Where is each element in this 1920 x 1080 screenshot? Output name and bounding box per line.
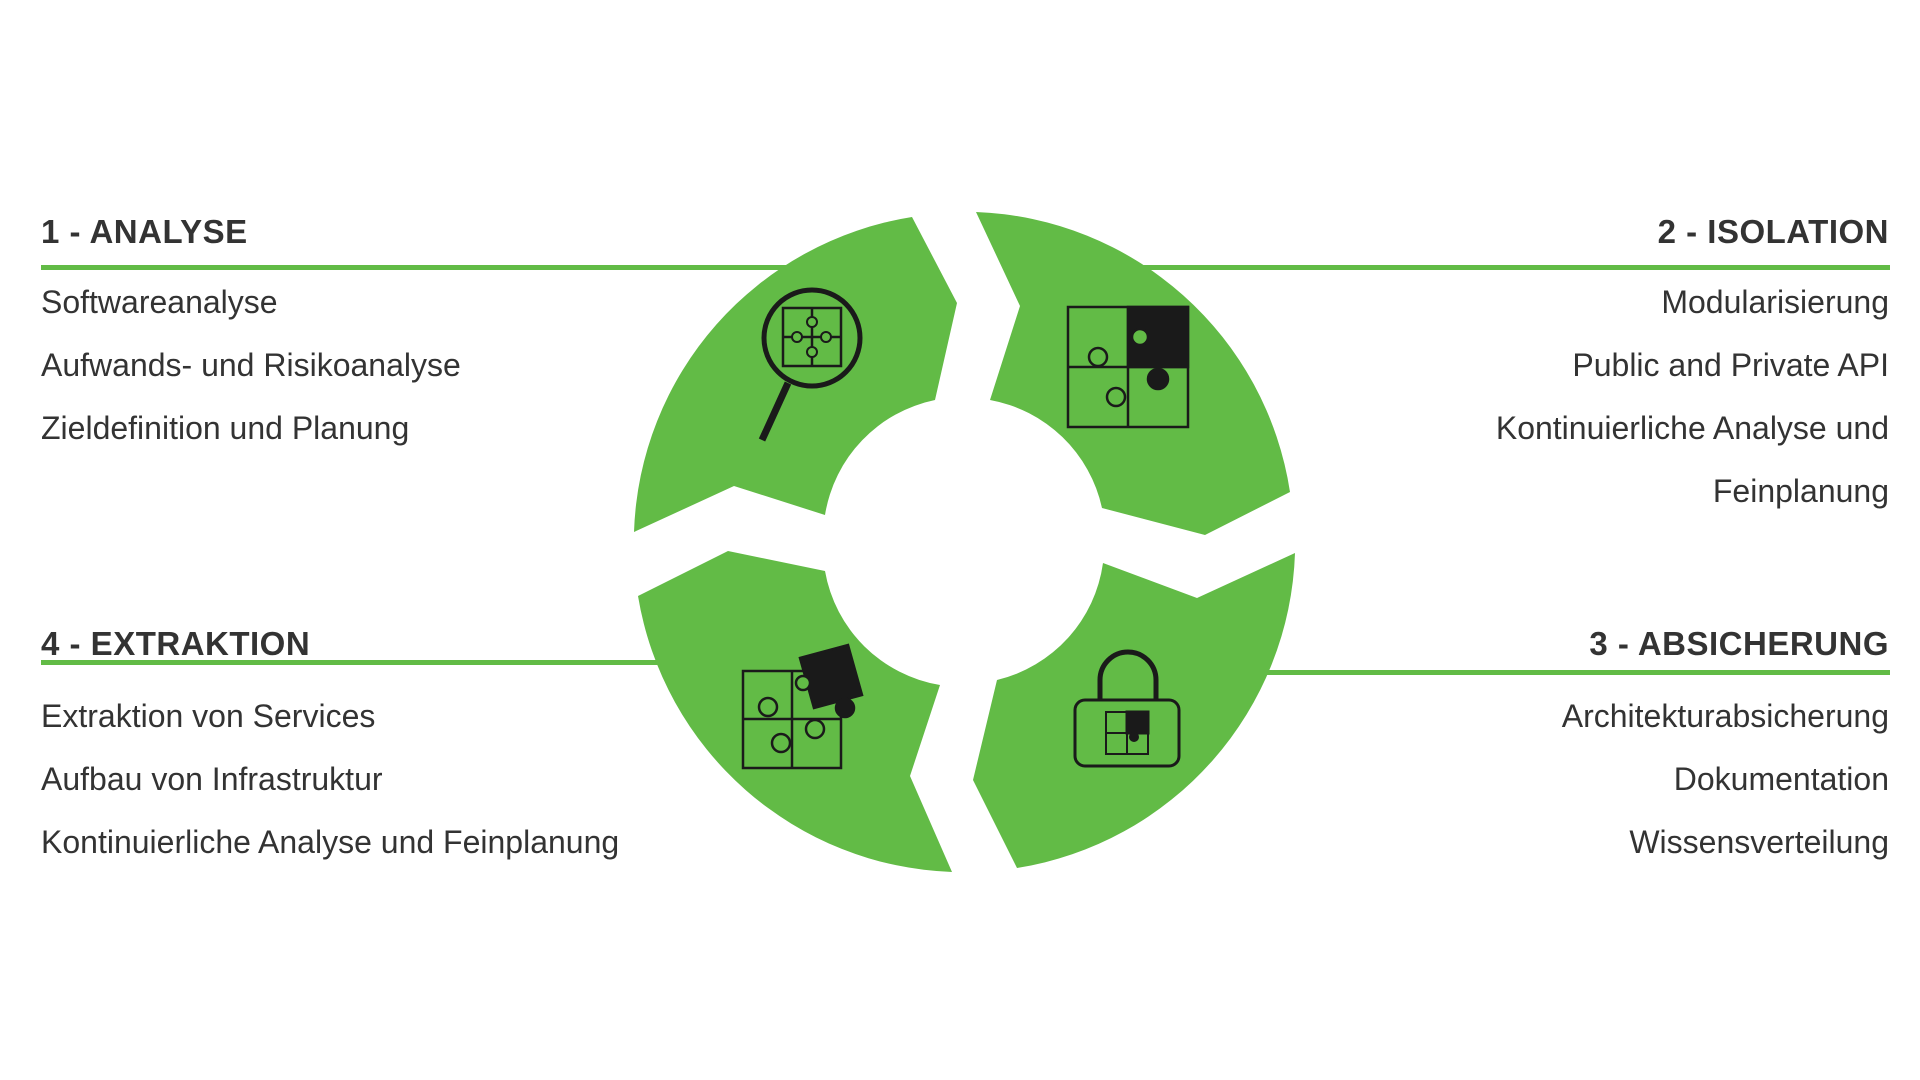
extraktion-title: 4 - EXTRAKTION	[41, 625, 311, 662]
list-item: Zieldefinition und Planung	[41, 410, 410, 446]
segment-analyse	[634, 217, 957, 532]
analyse-rule	[41, 265, 801, 270]
puzzle-highlight-icon	[1066, 305, 1190, 429]
list-item: Kontinuierliche Analyse und Feinplanung	[41, 824, 620, 860]
extraktion-list: Extraktion von Services Aufbau von Infra…	[41, 685, 619, 874]
list-item: Feinplanung	[1712, 473, 1889, 509]
extraktion-rule	[41, 660, 681, 665]
list-item: Softwareanalyse	[41, 284, 278, 320]
isolation-list: Modularisierung Public and Private API K…	[1496, 271, 1889, 523]
segment-isolation	[976, 212, 1290, 535]
isolation-title: 2 - ISOLATION	[1657, 213, 1889, 250]
list-item: Aufbau von Infrastruktur	[41, 761, 383, 797]
list-item: Dokumentation	[1673, 761, 1889, 797]
absicherung-title: 3 - ABSICHERUNG	[1589, 625, 1889, 662]
isolation-rule	[1140, 265, 1890, 270]
padlock-puzzle-icon	[1073, 649, 1181, 768]
list-item: Extraktion von Services	[41, 698, 376, 734]
list-item: Public and Private API	[1572, 347, 1889, 383]
absicherung-list: Architekturabsicherung Dokumentation Wis…	[1562, 685, 1889, 874]
list-item: Architekturabsicherung	[1561, 698, 1889, 734]
absicherung-rule	[1250, 670, 1890, 675]
segment-extraktion	[638, 551, 952, 872]
list-item: Kontinuierliche Analyse und	[1495, 410, 1889, 446]
list-item: Modularisierung	[1661, 284, 1889, 320]
puzzle-extract-icon	[741, 643, 864, 770]
analyse-list: Softwareanalyse Aufwands- und Risikoanal…	[41, 271, 461, 460]
analyse-title: 1 - ANALYSE	[41, 213, 248, 250]
list-item: Wissensverteilung	[1629, 824, 1889, 860]
magnifier-puzzle-icon	[758, 287, 863, 442]
list-item: Aufwands- und Risikoanalyse	[41, 347, 461, 383]
